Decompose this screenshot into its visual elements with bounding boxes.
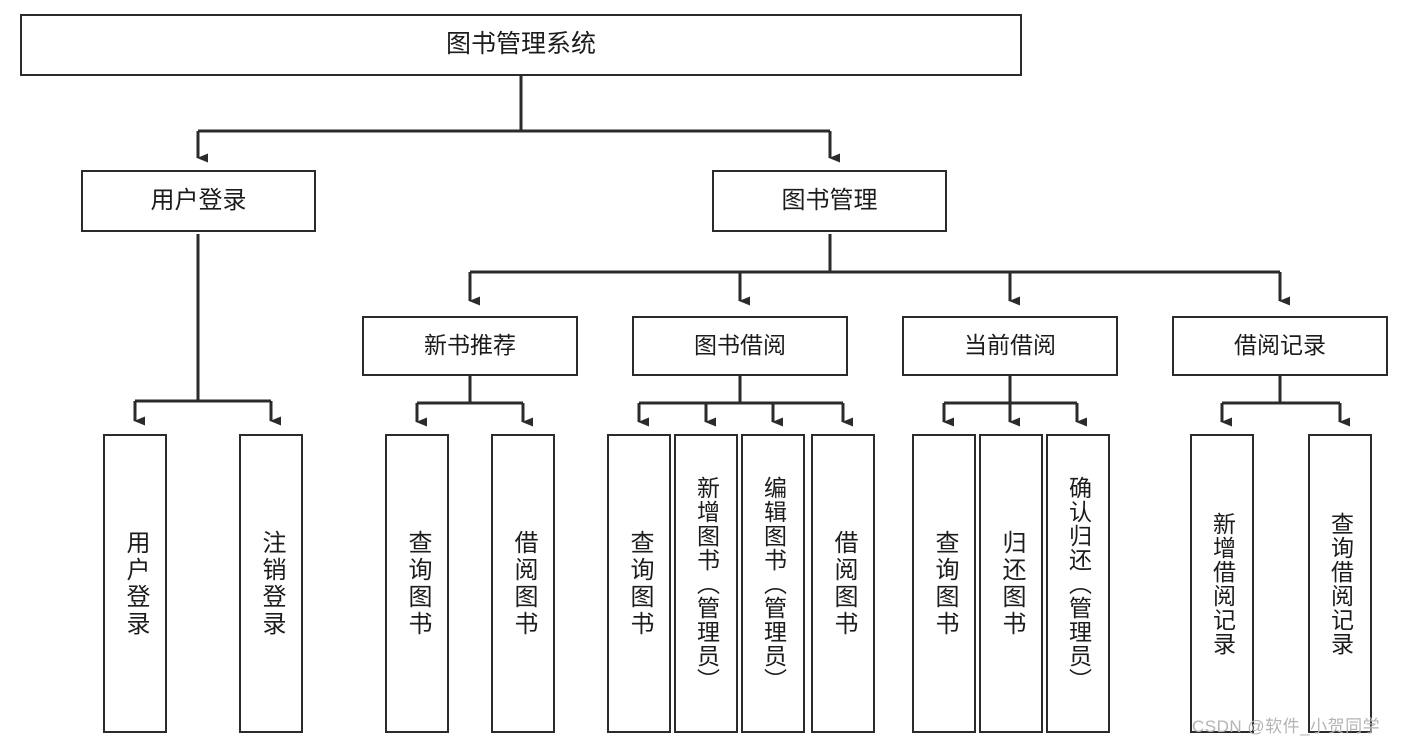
node-leaf-query-book-1[interactable]: 查询图书: [385, 434, 449, 733]
node-leaf-query-book-2-label: 查询图书: [626, 529, 653, 638]
node-leaf-user-login-action[interactable]: 用户登录: [103, 434, 167, 733]
node-borrow-record[interactable]: 借阅记录: [1172, 316, 1388, 376]
node-leaf-user-login-action-label: 用户登录: [122, 529, 149, 638]
node-leaf-add-borrow-record[interactable]: 新增借阅记录: [1190, 434, 1254, 733]
node-current-borrow-label: 当前借阅: [964, 332, 1056, 359]
node-leaf-add-book-admin-label: 新增图书（管理员）: [693, 475, 720, 692]
csdn-watermark: CSDN @软件_小贺同学: [1192, 712, 1380, 737]
node-leaf-edit-book-admin-label: 编辑图书（管理员）: [760, 475, 787, 692]
node-book-borrow[interactable]: 图书借阅: [632, 316, 848, 376]
node-leaf-borrow-book-1-label: 借阅图书: [510, 529, 537, 638]
node-leaf-edit-book-admin[interactable]: 编辑图书（管理员）: [741, 434, 805, 733]
node-leaf-return-book-label: 归还图书: [998, 529, 1025, 638]
node-root-system-label: 图书管理系统: [445, 30, 596, 59]
node-leaf-query-book-3-label: 查询图书: [931, 529, 958, 638]
node-leaf-query-borrow-record[interactable]: 查询借阅记录: [1308, 434, 1372, 733]
node-leaf-query-book-1-label: 查询图书: [404, 529, 431, 638]
node-new-book-recommend[interactable]: 新书推荐: [362, 316, 578, 376]
node-root-system[interactable]: 图书管理系统: [20, 14, 1022, 76]
node-leaf-query-borrow-record-label: 查询借阅记录: [1327, 511, 1354, 656]
node-book-borrow-label: 图书借阅: [694, 332, 786, 359]
csdn-watermark-text: CSDN @软件_小贺同学: [1192, 717, 1381, 736]
node-user-login[interactable]: 用户登录: [81, 170, 316, 232]
node-new-book-recommend-label: 新书推荐: [424, 332, 516, 359]
node-current-borrow[interactable]: 当前借阅: [902, 316, 1118, 376]
node-leaf-add-book-admin[interactable]: 新增图书（管理员）: [674, 434, 738, 733]
node-borrow-record-label: 借阅记录: [1234, 332, 1326, 359]
node-leaf-borrow-book-1[interactable]: 借阅图书: [491, 434, 555, 733]
node-leaf-user-logout-action-label: 注销登录: [258, 529, 285, 638]
node-leaf-borrow-book-2-label: 借阅图书: [830, 529, 857, 638]
node-book-management[interactable]: 图书管理: [712, 170, 947, 232]
node-user-login-label: 用户登录: [150, 186, 247, 214]
node-leaf-query-book-3[interactable]: 查询图书: [912, 434, 976, 733]
node-leaf-add-borrow-record-label: 新增借阅记录: [1209, 511, 1236, 656]
node-leaf-borrow-book-2[interactable]: 借阅图书: [811, 434, 875, 733]
node-leaf-confirm-return-admin-label: 确认归还（管理员）: [1065, 475, 1092, 692]
node-leaf-return-book[interactable]: 归还图书: [979, 434, 1043, 733]
node-leaf-confirm-return-admin[interactable]: 确认归还（管理员）: [1046, 434, 1110, 733]
node-leaf-query-book-2[interactable]: 查询图书: [607, 434, 671, 733]
node-book-management-label: 图书管理: [781, 186, 878, 214]
node-leaf-user-logout-action[interactable]: 注销登录: [239, 434, 303, 733]
